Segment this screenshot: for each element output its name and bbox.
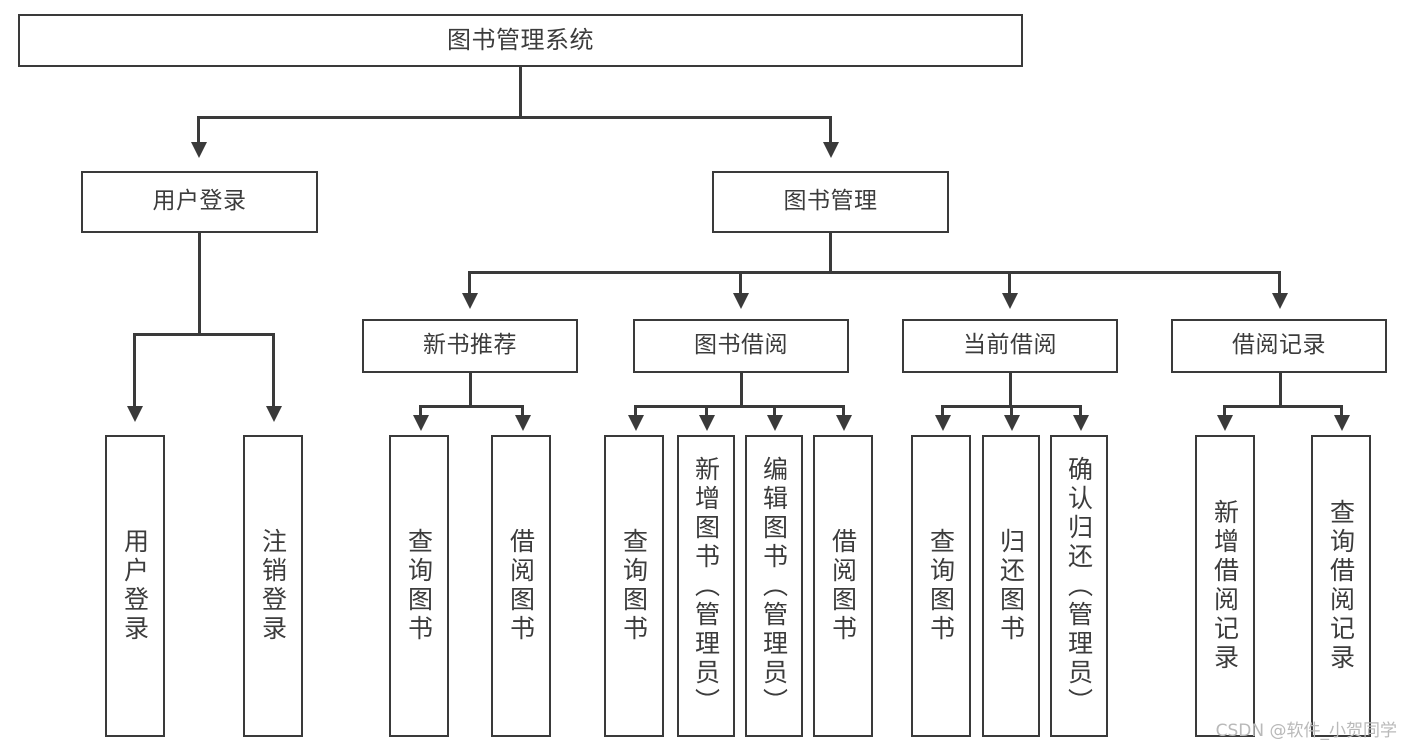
leaf-bb-edit-book[interactable]: 编辑图书（管理员） [745, 435, 803, 737]
connector-user-login-bus [133, 333, 275, 336]
connector-root-stem [519, 67, 522, 118]
node-label: 图书借阅 [694, 332, 788, 359]
leaf-bb-query-book[interactable]: 查询图书 [604, 435, 664, 737]
arrow-to-user-login [191, 142, 207, 158]
connector-bm-drop-4 [1278, 271, 1281, 295]
node-label: 借阅图书 [828, 528, 858, 644]
node-label: 当前借阅 [963, 332, 1057, 359]
node-user-login[interactable]: 用户登录 [81, 171, 318, 233]
connector-cb-drop-2 [1010, 405, 1013, 417]
connector-br-drop-1 [1223, 405, 1226, 417]
arrow-to-leaf-add-book [699, 415, 715, 431]
node-label: 借阅图书 [506, 528, 536, 644]
connector-root-drop-right [829, 116, 832, 144]
connector-br-stem [1279, 373, 1282, 407]
node-label: 归还图书 [996, 528, 1026, 644]
arrow-to-leaf-return-book [1004, 415, 1020, 431]
node-label: 新增图书（管理员） [691, 455, 721, 717]
leaf-cb-query-book[interactable]: 查询图书 [911, 435, 971, 737]
connector-br-drop-2 [1340, 405, 1343, 417]
leaf-br-query-record[interactable]: 查询借阅记录 [1311, 435, 1371, 737]
node-current-borrow[interactable]: 当前借阅 [902, 319, 1118, 373]
node-new-book-recommend[interactable]: 新书推荐 [362, 319, 578, 373]
node-borrow-record[interactable]: 借阅记录 [1171, 319, 1387, 373]
arrow-to-leaf-query-book-2 [628, 415, 644, 431]
arrow-to-new-book-recommend [462, 293, 478, 309]
connector-book-manage-stem [829, 233, 832, 273]
node-label: 编辑图书（管理员） [759, 455, 789, 717]
leaf-logout[interactable]: 注销登录 [243, 435, 303, 737]
node-label: 新书推荐 [423, 332, 517, 359]
leaf-nbr-query-book[interactable]: 查询图书 [389, 435, 449, 737]
connector-root-bus [197, 116, 832, 119]
connector-cb-stem [1009, 373, 1012, 407]
arrow-to-book-manage [823, 142, 839, 158]
leaf-cb-confirm-return[interactable]: 确认归还（管理员） [1050, 435, 1108, 737]
node-label: 注销登录 [258, 528, 288, 644]
leaf-bb-add-book[interactable]: 新增图书（管理员） [677, 435, 735, 737]
connector-user-login-stem [198, 233, 201, 335]
leaf-user-login[interactable]: 用户登录 [105, 435, 165, 737]
node-root-system[interactable]: 图书管理系统 [18, 14, 1023, 67]
arrow-to-leaf-add-record [1217, 415, 1233, 431]
node-label: 新增借阅记录 [1210, 499, 1240, 673]
arrow-to-leaf-borrow-book-1 [515, 415, 531, 431]
arrow-to-leaf-user-login [127, 406, 143, 422]
connector-bb-drop-4 [842, 405, 845, 417]
arrow-to-leaf-confirm-return [1073, 415, 1089, 431]
arrow-to-leaf-query-book-1 [413, 415, 429, 431]
node-book-borrow[interactable]: 图书借阅 [633, 319, 849, 373]
node-label: 查询图书 [619, 528, 649, 644]
connector-cb-drop-3 [1079, 405, 1082, 417]
node-label: 查询图书 [926, 528, 956, 644]
leaf-bb-borrow-book[interactable]: 借阅图书 [813, 435, 873, 737]
connector-nbr-drop-2 [521, 405, 524, 417]
arrow-to-borrow-record [1272, 293, 1288, 309]
node-label: 查询借阅记录 [1326, 499, 1356, 673]
node-label: 用户登录 [120, 528, 150, 644]
connector-bm-drop-1 [468, 271, 471, 295]
leaf-nbr-borrow-book[interactable]: 借阅图书 [491, 435, 551, 737]
connector-book-manage-bus [468, 271, 1278, 274]
node-label: 图书管理系统 [447, 26, 594, 55]
connector-nbr-stem [469, 373, 472, 407]
connector-nbr-bus [419, 405, 523, 408]
node-label: 图书管理 [783, 188, 878, 215]
connector-br-bus [1223, 405, 1342, 408]
connector-bb-drop-2 [705, 405, 708, 417]
arrow-to-current-borrow [1002, 293, 1018, 309]
connector-bb-bus [634, 405, 844, 408]
arrow-to-leaf-edit-book [767, 415, 783, 431]
arrow-to-leaf-query-record [1334, 415, 1350, 431]
node-label: 确认归还（管理员） [1064, 455, 1094, 717]
connector-bb-drop-3 [773, 405, 776, 417]
arrow-to-leaf-borrow-book-2 [836, 415, 852, 431]
leaf-cb-return-book[interactable]: 归还图书 [982, 435, 1040, 737]
connector-bb-stem [740, 373, 743, 407]
leaf-br-add-record[interactable]: 新增借阅记录 [1195, 435, 1255, 737]
connector-bm-drop-2 [739, 271, 742, 295]
node-label: 查询图书 [404, 528, 434, 644]
connector-nbr-drop-1 [419, 405, 422, 417]
connector-user-login-drop-1 [133, 333, 136, 408]
connector-root-drop-left [197, 116, 200, 144]
connector-user-login-drop-2 [272, 333, 275, 408]
connector-cb-drop-1 [941, 405, 944, 417]
connector-bb-drop-1 [634, 405, 637, 417]
arrow-to-book-borrow [733, 293, 749, 309]
node-label: 用户登录 [152, 188, 247, 215]
connector-bm-drop-3 [1008, 271, 1011, 295]
node-label: 借阅记录 [1232, 332, 1326, 359]
arrow-to-leaf-query-book-3 [935, 415, 951, 431]
node-book-manage[interactable]: 图书管理 [712, 171, 949, 233]
arrow-to-leaf-logout [266, 406, 282, 422]
